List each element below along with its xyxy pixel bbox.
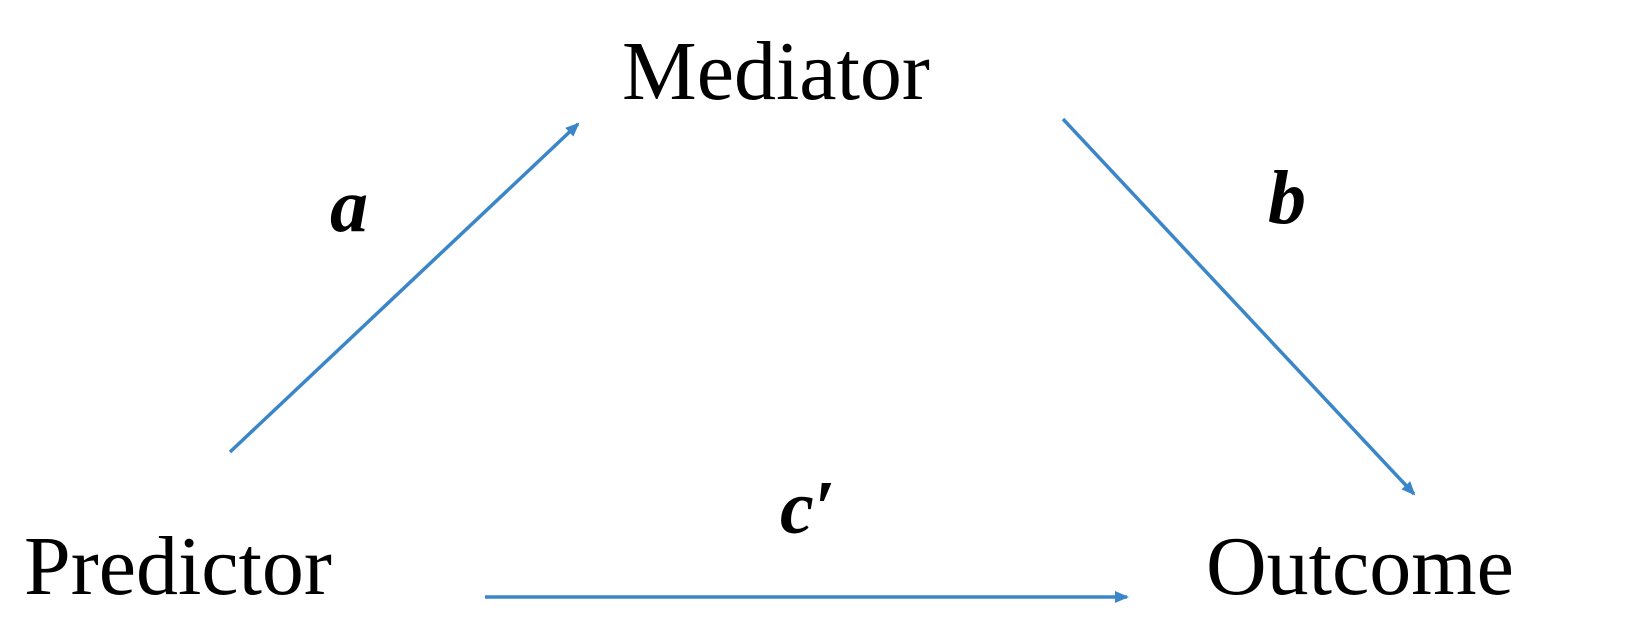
outcome-node-label: Outcome <box>1206 520 1514 613</box>
mediator-node-label: Mediator <box>622 25 930 118</box>
predictor-node-label: Predictor <box>24 520 332 613</box>
arrow-a <box>228 122 580 454</box>
path-label-b: b <box>1268 156 1306 240</box>
path-label-c-prime: c′ <box>780 466 836 550</box>
path-label-a: a <box>330 164 368 248</box>
arrow-b <box>1061 117 1416 496</box>
